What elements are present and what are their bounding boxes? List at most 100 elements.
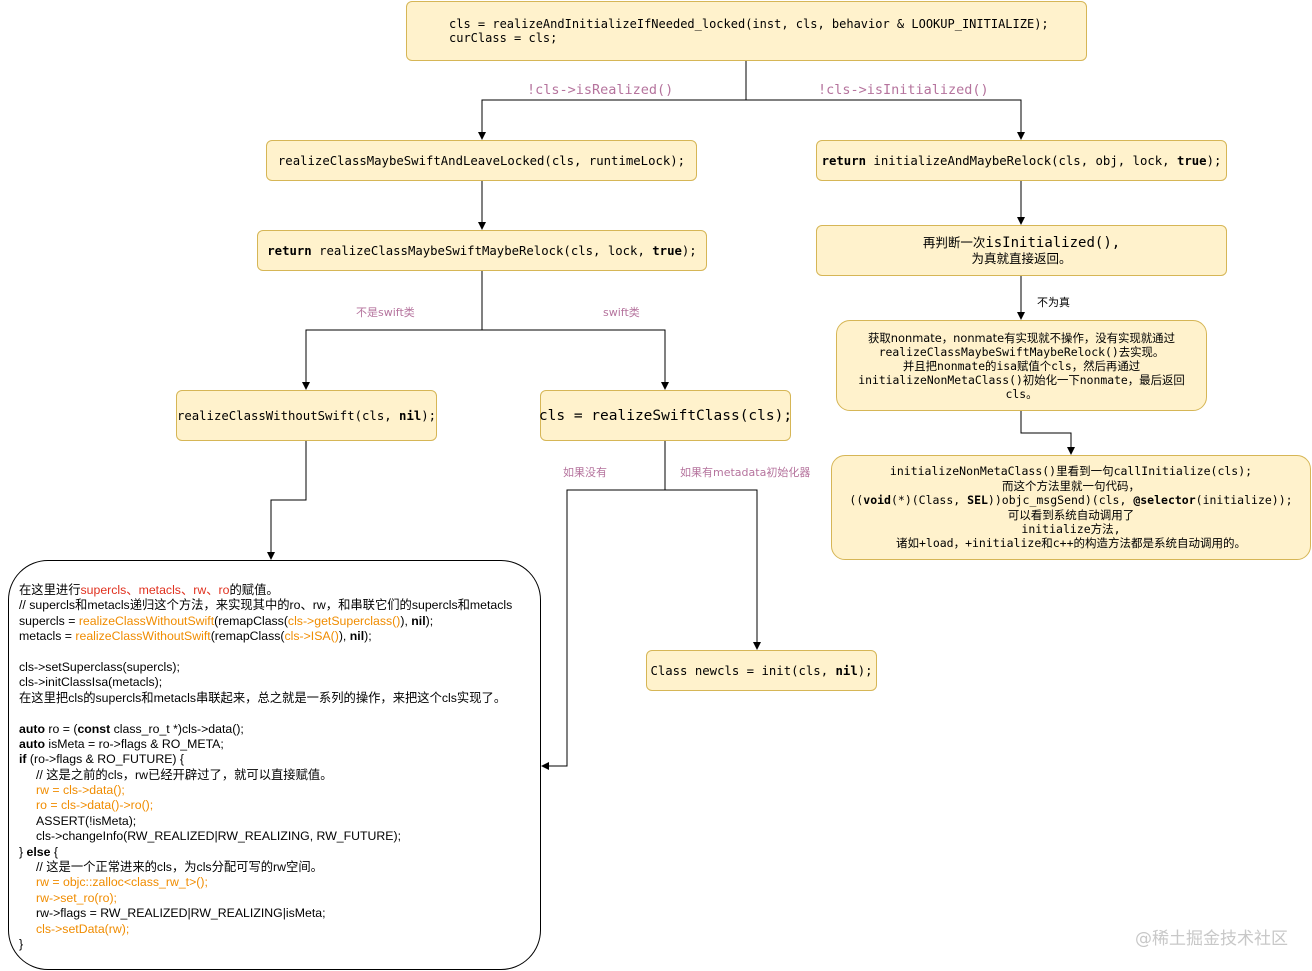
init-relock-call: initializeAndMaybeRelock(cls, obj, lock, (866, 153, 1177, 168)
watermark: @稀土掘金技术社区 (1135, 929, 1288, 949)
class-newcls-init-box: Class newcls = init(cls, nil); (646, 650, 877, 691)
code-line-1-highlight: supercls、metacls、rw、ro (80, 583, 230, 597)
code-line-9: isMeta = ro->flags & RO_META; (44, 736, 224, 751)
callinit-line-6: 诸如+load，+initialize和c++的构造方法都是系统自动调用的。 (895, 536, 1247, 551)
code-line-16-a: } (19, 844, 27, 859)
code-line-7: 在这里把cls的supercls和metacls串联起来，总之就是一系列的操作，… (19, 690, 507, 705)
nonmeta-line-2: realizeClassMaybeSwiftMaybeRelock()去实现。 (878, 344, 1165, 359)
code-line-4-d: ); (364, 629, 372, 644)
code-line-3-b: (remapClass( (214, 613, 288, 628)
true-keyword: true (652, 243, 682, 258)
code-line-2: // supercls和metacls递归这个方法，来实现其中的ro、rw，和串… (19, 598, 513, 613)
label-swift: swift类 (603, 306, 640, 319)
const-keyword: const (77, 721, 111, 736)
code-line-4-arg: cls->ISA() (284, 629, 339, 644)
callinit-line-4: 可以看到系统自动调用了 (1007, 507, 1135, 522)
code-line-3-d: ); (425, 613, 434, 628)
callinit-line-1: initializeNonMetaClass()里看到一句callInitial… (889, 464, 1253, 479)
label-not-realized: !cls->isRealized() (527, 82, 674, 98)
realize-class-code-block: 在这里进行supercls、metacls、rw、ro的赋值。 // super… (8, 560, 541, 970)
newcls-nil-keyword: nil (835, 663, 858, 678)
newcls-call: Class newcls = init(cls, (650, 663, 836, 678)
code-line-1-b: 的赋值。 (229, 583, 279, 597)
nonmeta-line-4: initializeNonMetaClass()初始化一下nonmate，最后返… (858, 372, 1185, 387)
nonmeta-description-box: 获取nonmate，nonmate有实现就不操作，没有实现就通过 realize… (836, 320, 1207, 411)
label-if-metadata-initializer: 如果有metadata初始化器 (680, 466, 811, 479)
without-swift-call: realizeClassWithoutSwift(cls, (176, 408, 400, 423)
code-line-18: rw = objc::zalloc<class_rw_t>(); (36, 875, 208, 890)
recheck-initialized-box: 再判断一次isInitialized(), 为真就直接返回。 (816, 225, 1227, 276)
auto-keyword-2: auto (19, 736, 45, 751)
realize-maybe-swift-maybe-relock-box: return realizeClassMaybeSwiftMaybeRelock… (257, 230, 707, 271)
code-line-6: cls->initClassIsa(metacls); (19, 675, 163, 690)
relock-tail: ); (681, 243, 697, 258)
void-keyword: void (863, 493, 891, 508)
callinit-line-3-c: ))objc_msgSend)(cls, (987, 493, 1134, 508)
realize-and-initialize-box: cls = realizeAndInitializeIfNeeded_locke… (406, 1, 1087, 61)
code-line-16-b: { (50, 844, 58, 859)
code-line-19: rw->set_ro(ro); (36, 890, 117, 905)
code-line-4-c: ), (338, 629, 350, 644)
return-keyword: return (267, 243, 312, 258)
code-line-13: ro = cls->data()->ro(); (36, 798, 154, 813)
code-line-12: rw = cls->data(); (36, 783, 125, 798)
code-line-14: ASSERT(!isMeta); (36, 813, 137, 828)
code-line-3-arg: cls->getSuperclass() (287, 613, 401, 628)
label-if-none: 如果没有 (563, 466, 607, 479)
nonmeta-line-5: cls。 (1005, 386, 1038, 401)
callinit-line-3-a: (( (849, 493, 864, 508)
code-line-10: (ro->flags & RO_FUTURE) { (26, 752, 185, 767)
code-line-4-nil: nil (349, 629, 365, 644)
if-keyword: if (19, 752, 27, 767)
code-line-4-a: metacls = (19, 629, 76, 644)
code-line-1-a: 在这里进行 (19, 583, 81, 597)
callinit-line-2: 而这个方法里就一句代码， (1001, 478, 1140, 493)
code-line-11: // 这是之前的cls，rw已经开辟过了，就可以直接赋值。 (36, 767, 333, 782)
callinit-line-3-b: (*)(Class, (890, 493, 968, 508)
newcls-tail: ); (857, 663, 873, 678)
recheck-line-2: 为真就直接返回。 (971, 250, 1072, 266)
nonmeta-line-3: 并且把nonmate的isa赋值个cls，然后再通过 (902, 358, 1141, 373)
call-initialize-description-box: initializeNonMetaClass()里看到一句callInitial… (831, 455, 1311, 560)
label-not-swift: 不是swift类 (356, 306, 415, 319)
code-line-20: rw->flags = RW_REALIZED|RW_REALIZING|isM… (36, 906, 326, 921)
code-line-17: // 这是一个正常进来的cls，为cls分配可写的rw空间。 (36, 860, 323, 875)
relock-call-text: realizeClassMaybeSwiftMaybeRelock(cls, l… (311, 243, 653, 258)
sel-keyword: SEL (967, 493, 988, 508)
code-line-15: cls->changeInfo(RW_REALIZED|RW_REALIZING… (36, 829, 402, 844)
top-box-line-1: cls = realizeAndInitializeIfNeeded_locke… (449, 16, 1049, 31)
label-not-true: 不为真 (1037, 296, 1070, 309)
recheck-line-1-code: isInitialized(), (985, 234, 1121, 251)
label-not-initialized: !cls->isInitialized() (818, 82, 989, 98)
code-line-3-nil: nil (411, 613, 426, 628)
realize-maybe-swift-leave-locked-text: realizeClassMaybeSwiftAndLeaveLocked(cls… (277, 153, 686, 168)
nil-keyword: nil (399, 408, 422, 423)
realize-maybe-swift-leave-locked-box: realizeClassMaybeSwiftAndLeaveLocked(cls… (266, 140, 697, 181)
auto-keyword: auto (19, 721, 45, 736)
code-line-3-c: ), (400, 613, 412, 628)
code-line-8-a: ro = ( (44, 721, 78, 736)
nonmeta-line-1: 获取nonmate，nonmate有实现就不操作，没有实现就通过 (868, 330, 1175, 345)
code-line-22: } (19, 936, 24, 951)
code-line-3-fn: realizeClassWithoutSwift (78, 613, 215, 628)
code-line-8-b: class_ro_t *)cls->data(); (110, 721, 244, 736)
callinit-line-3-d: (initialize)); (1195, 493, 1293, 508)
init-return-keyword: return (821, 153, 867, 168)
realize-swift-class-box: cls = realizeSwiftClass(cls); (538, 390, 793, 441)
code-line-4-b: (remapClass( (210, 629, 285, 644)
code-line-4-fn: realizeClassWithoutSwift (75, 629, 211, 644)
init-true-keyword: true (1176, 153, 1207, 168)
without-swift-tail: ); (421, 408, 437, 423)
top-box-line-2: curClass = cls; (449, 31, 558, 45)
code-line-3-a: supercls = (19, 613, 79, 628)
init-relock-tail: ); (1206, 153, 1222, 168)
realize-swift-class-text: cls = realizeSwiftClass(cls); (538, 407, 793, 424)
recheck-line-1-prefix: 再判断一次 (922, 234, 986, 250)
realize-class-without-swift-box: realizeClassWithoutSwift(cls, nil); (176, 390, 437, 441)
code-line-21: cls->setData(rw); (36, 921, 130, 936)
initialize-and-maybe-relock-box: return initializeAndMaybeRelock(cls, obj… (816, 140, 1227, 181)
else-keyword: else (26, 844, 51, 859)
code-line-5: cls->setSuperclass(supercls); (19, 659, 180, 674)
selector-keyword: @selector (1133, 493, 1196, 508)
